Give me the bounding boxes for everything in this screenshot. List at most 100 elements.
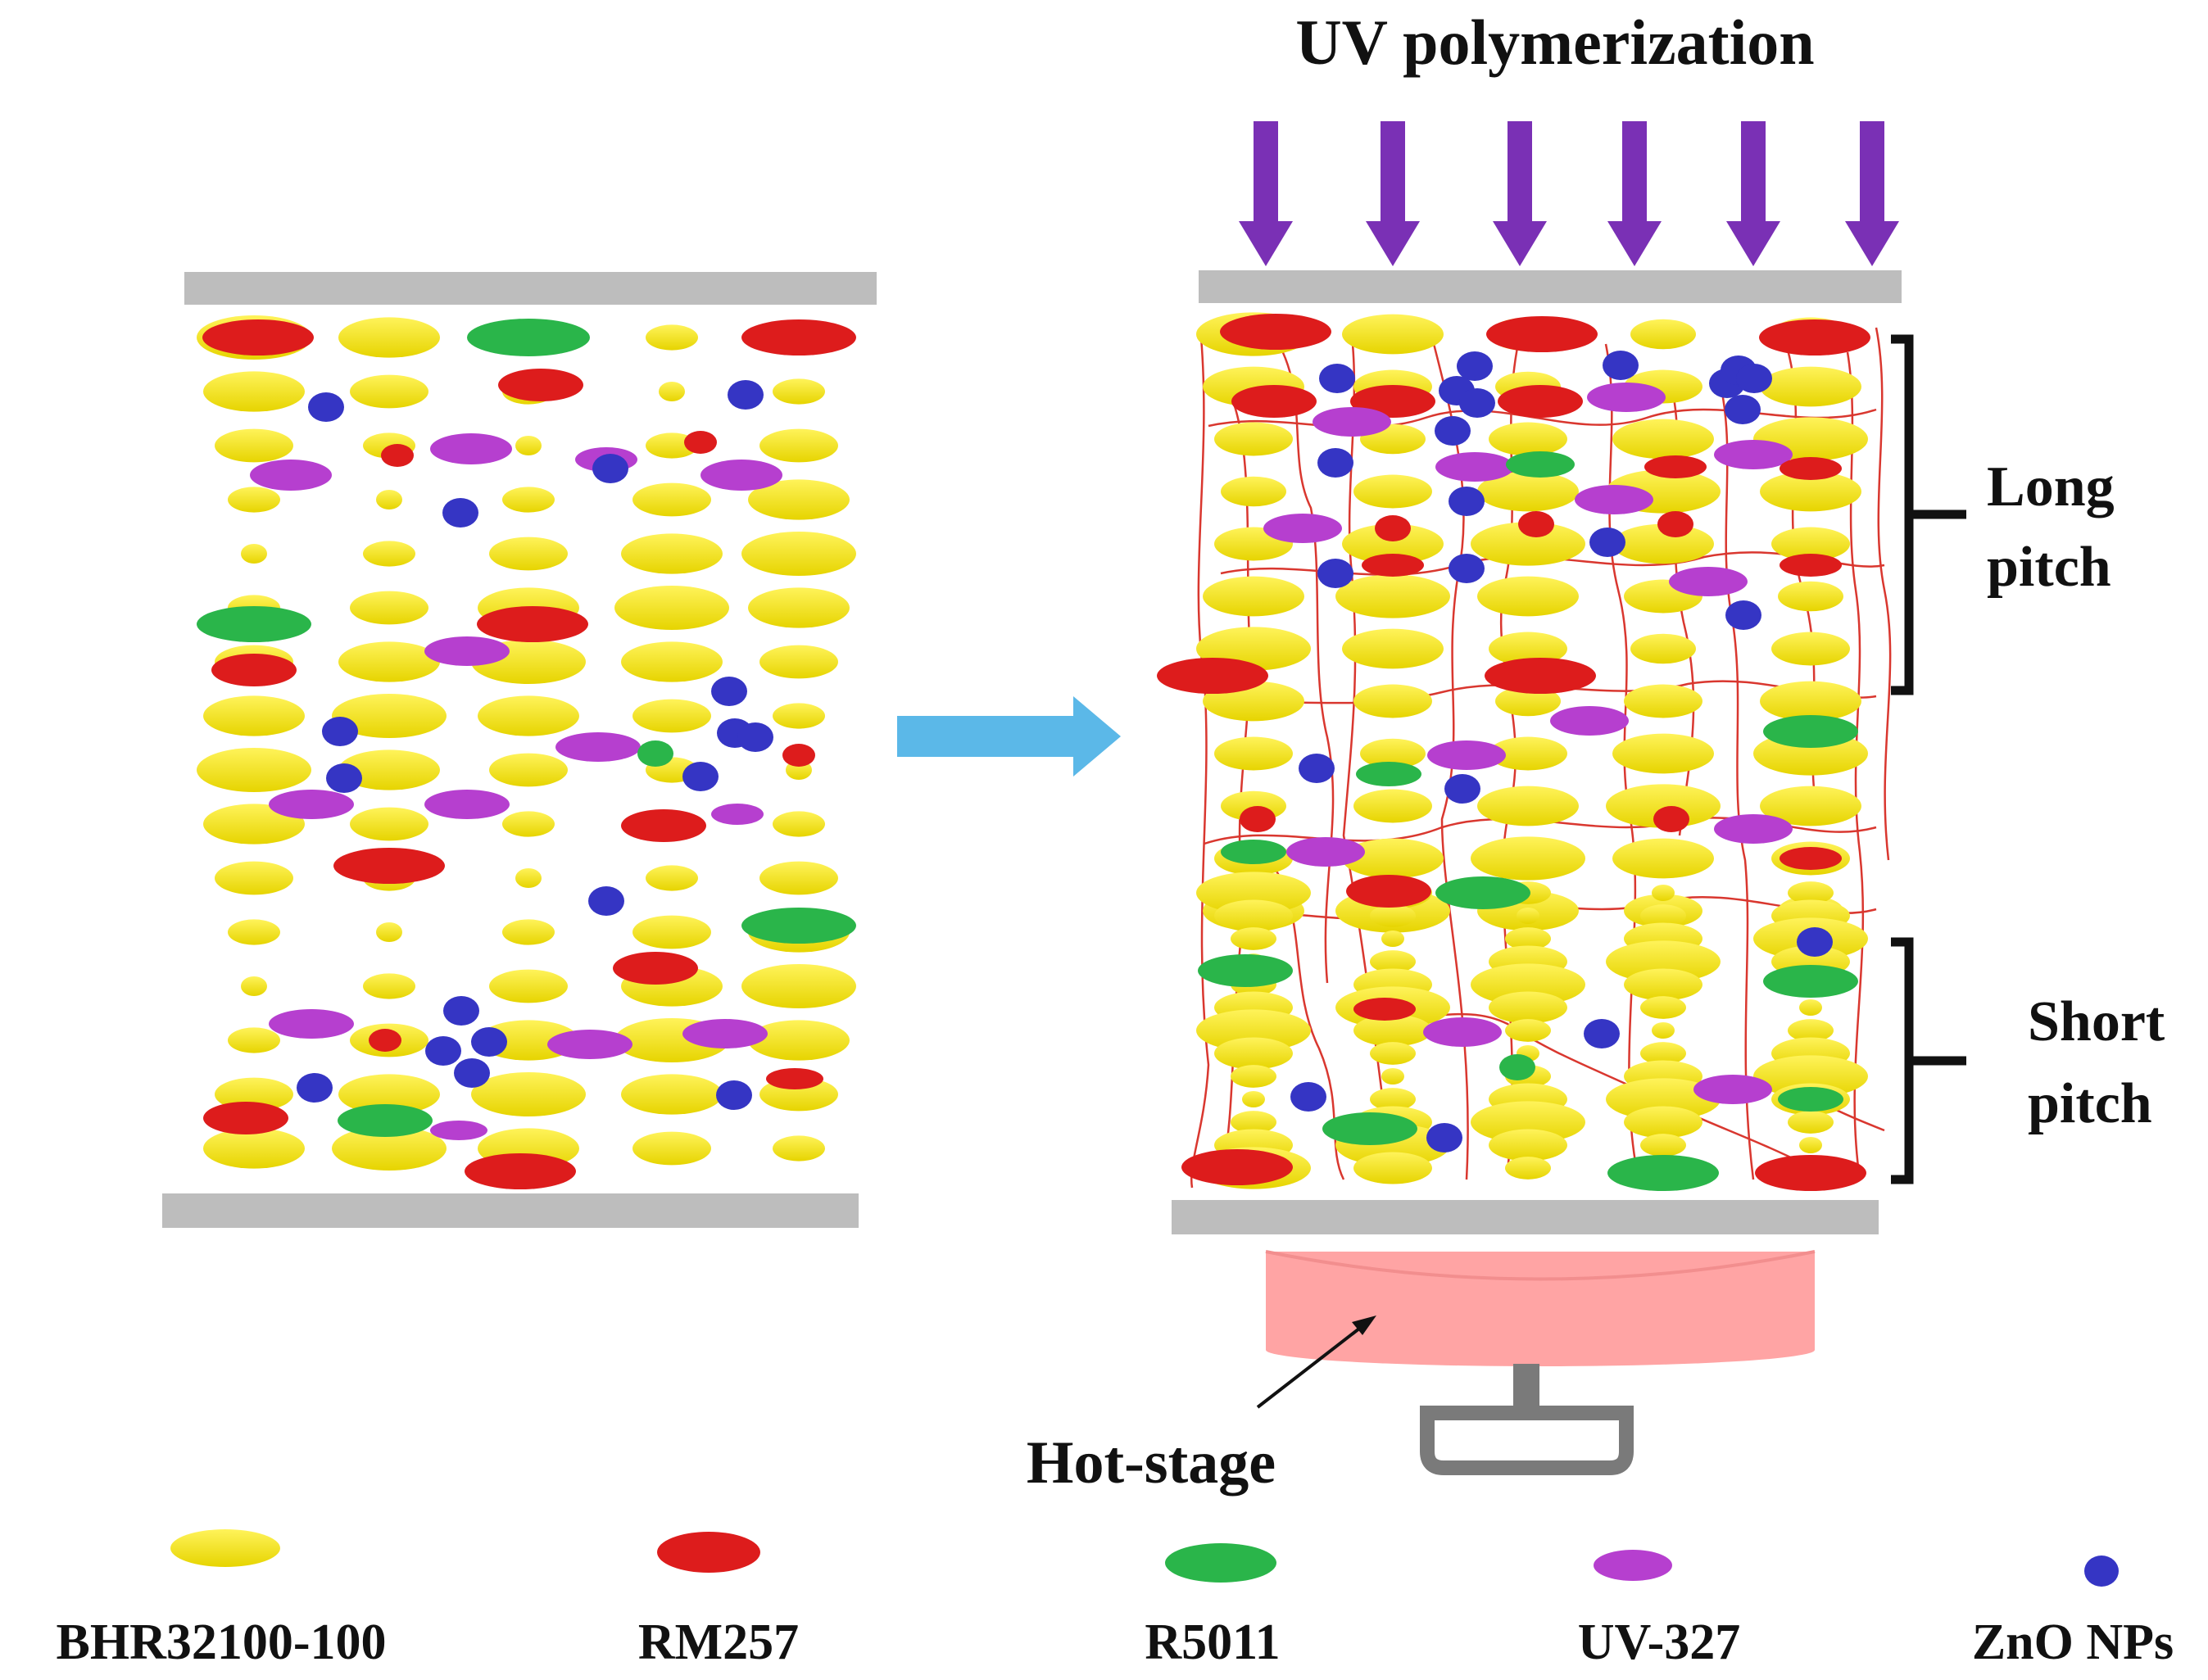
zno-nanoparticle <box>1459 388 1495 418</box>
bhr32100-molecule <box>1221 476 1286 507</box>
down-arrow-icon <box>1254 121 1278 224</box>
rm257-molecule <box>1498 385 1583 418</box>
long-pitch-label-line1: Long <box>1987 455 2115 518</box>
rm257-molecule <box>1755 1155 1866 1191</box>
r5011-molecule <box>467 319 590 356</box>
bhr32100-molecule <box>1612 733 1714 774</box>
bhr32100-molecule <box>350 807 428 841</box>
uv327-molecule <box>424 636 510 666</box>
bhr32100-molecule <box>1624 968 1702 1001</box>
zno-nanoparticle <box>1317 559 1353 588</box>
r5011-molecule <box>1763 965 1858 998</box>
bhr32100-molecule <box>632 482 711 517</box>
uv327-molecule <box>1435 452 1514 482</box>
bhr32100-molecule <box>1760 786 1861 826</box>
bhr32100-molecule <box>197 748 311 792</box>
bhr32100-molecule <box>741 964 856 1008</box>
rm257-molecule <box>621 809 706 842</box>
uv327-molecule <box>1669 567 1748 596</box>
bhr32100-molecule <box>1640 904 1686 927</box>
uv327-molecule <box>250 460 332 491</box>
zno-nanoparticle <box>1725 600 1761 630</box>
down-arrow-icon <box>1726 221 1780 266</box>
bhr32100-molecule <box>1370 950 1416 973</box>
zno-nanoparticle <box>728 380 764 410</box>
rm257-molecule <box>333 848 445 884</box>
bhr32100-molecule <box>332 1126 447 1171</box>
bhr32100-molecule <box>1489 632 1567 666</box>
bhr32100-molecule <box>1353 1152 1432 1184</box>
bhr32100-molecule <box>228 487 280 513</box>
zno-nanoparticle <box>1589 528 1625 557</box>
bhr32100-molecule <box>1760 366 1861 407</box>
legend-swatch-r5011 <box>1165 1543 1276 1583</box>
zno-nanoparticle <box>308 392 344 422</box>
bhr32100-molecule <box>1517 908 1539 924</box>
zno-nanoparticle <box>588 886 624 916</box>
bhr32100-molecule <box>203 1128 305 1169</box>
rm257-molecule <box>1375 515 1411 541</box>
r5011-molecule <box>1506 451 1575 478</box>
bhr32100-molecule <box>773 378 825 405</box>
polymer-network-strand <box>1190 327 1210 1189</box>
bhr32100-molecule <box>1477 471 1579 512</box>
zno-nanoparticle <box>1584 1019 1620 1048</box>
rm257-molecule <box>741 319 856 355</box>
short-pitch-bracket <box>1891 937 1966 1184</box>
zno-nanoparticle <box>1317 448 1353 478</box>
down-arrow-icon <box>1366 221 1420 266</box>
zno-nanoparticle <box>471 1027 507 1057</box>
bhr32100-molecule <box>1353 684 1432 718</box>
uv327-molecule <box>711 804 764 825</box>
rm257-molecule <box>1518 511 1554 537</box>
zno-nanoparticle <box>1797 927 1833 957</box>
bhr32100-molecule <box>1612 838 1714 879</box>
r5011-molecule <box>1221 840 1286 864</box>
bhr32100-molecule <box>1771 527 1850 561</box>
bhr32100-molecule <box>1505 1019 1551 1042</box>
uv327-molecule <box>1423 1017 1502 1047</box>
rm257-molecule <box>1220 314 1331 350</box>
bhr32100-molecule <box>1381 1068 1404 1085</box>
bhr32100-molecule <box>1353 474 1432 509</box>
bhr32100-molecule <box>1612 419 1714 460</box>
bhr32100-molecule <box>215 428 293 463</box>
down-arrow-icon <box>1845 221 1899 266</box>
zno-nanoparticle <box>1449 554 1485 583</box>
rm257-molecule <box>1759 319 1870 355</box>
bhr32100-molecule <box>1606 940 1721 983</box>
bhr32100-molecule <box>748 479 850 520</box>
zno-nanoparticle <box>326 763 362 793</box>
bhr32100-molecule <box>478 695 579 736</box>
bhr32100-molecule <box>1489 991 1567 1024</box>
bhr32100-molecule <box>203 371 305 412</box>
legend-swatch-zno <box>2084 1555 2119 1587</box>
r5011-molecule <box>1499 1054 1535 1080</box>
r5011-molecule <box>197 606 311 642</box>
rm257-molecule <box>498 369 583 401</box>
bhr32100-molecule <box>1214 1037 1293 1070</box>
bhr32100-molecule <box>363 541 415 567</box>
down-arrow-icon <box>1622 121 1647 224</box>
bhr32100-molecule <box>1231 927 1276 950</box>
rm257-molecule <box>782 744 815 767</box>
legend-label-bhr: BHR32100-100 <box>57 1614 387 1670</box>
bhr32100-molecule <box>1242 1091 1265 1107</box>
uv327-molecule <box>555 732 641 762</box>
zno-nanoparticle <box>716 1080 752 1110</box>
rm257-molecule <box>369 1029 401 1052</box>
zno-nanoparticle <box>322 717 358 746</box>
bhr32100-molecule <box>203 695 305 736</box>
legend-swatch-rm257 <box>657 1532 760 1573</box>
polymer-network-strand <box>1719 384 1755 1180</box>
bhr32100-molecule <box>502 811 555 837</box>
bhr32100-molecule <box>1489 1129 1567 1162</box>
hot-stage-pointer <box>1256 1315 1376 1409</box>
bhr32100-molecule <box>1370 1088 1416 1111</box>
bhr32100-molecule <box>350 591 428 625</box>
zno-nanoparticle <box>425 1036 461 1066</box>
bhr32100-molecule <box>1342 523 1444 564</box>
bhr32100-molecule <box>1196 872 1311 914</box>
bhr32100-molecule <box>659 382 685 401</box>
rm257-molecule <box>203 1102 288 1134</box>
